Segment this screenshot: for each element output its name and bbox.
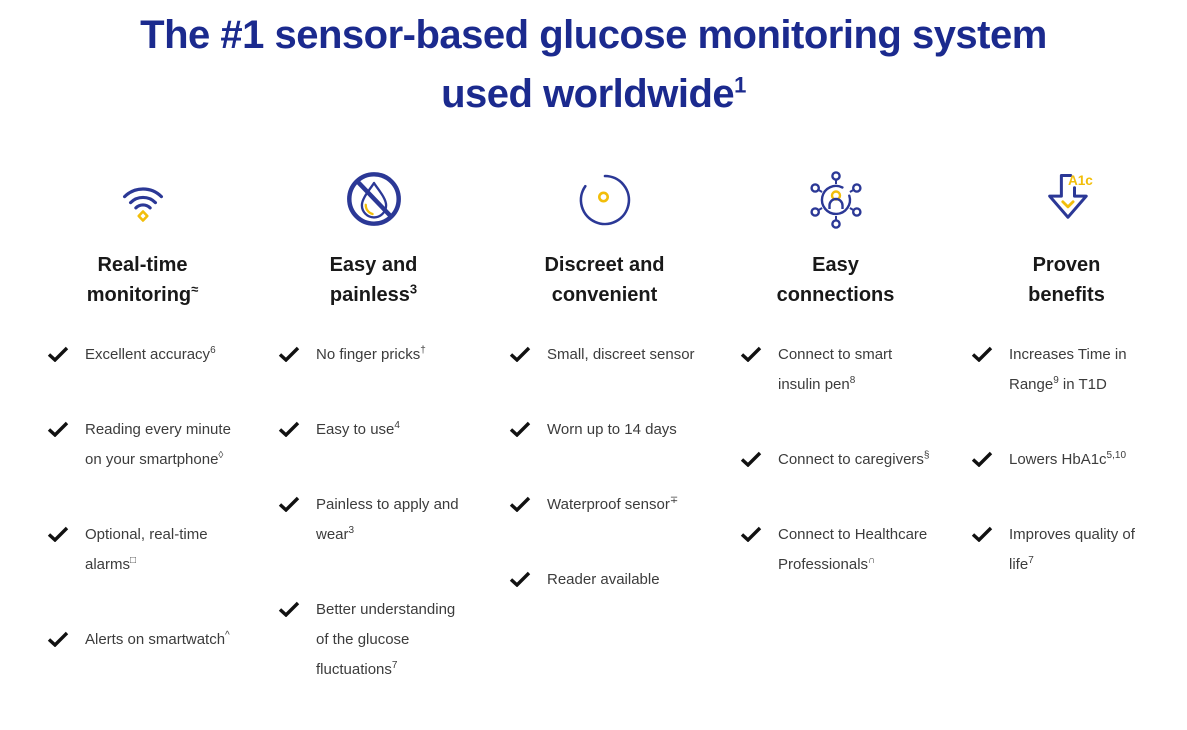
feature-item: Small, discreet sensor bbox=[509, 340, 709, 370]
checkmark-icon bbox=[47, 415, 69, 437]
feature-item: Worn up to 14 days bbox=[509, 415, 709, 445]
feature-item-text: Reading every minute on your smartphone◊ bbox=[85, 421, 231, 468]
feature-item-text: Connect to Healthcare Professionals∩ bbox=[778, 526, 928, 573]
feature-list: Excellent accuracy6 Reading every minute… bbox=[16, 340, 247, 655]
checkmark-icon bbox=[278, 490, 300, 512]
feature-item: Connect to smart insulin pen8 bbox=[740, 340, 940, 400]
wifi-signal-icon bbox=[38, 168, 247, 232]
page-title: The #1 sensor-based glucose monitoring s… bbox=[140, 13, 1047, 116]
no-finger-prick-icon bbox=[269, 168, 478, 232]
feature-item: Painless to apply and wear3 bbox=[278, 490, 478, 550]
feature-list: Connect to smart insulin pen8 Connect to… bbox=[709, 340, 940, 580]
feature-item-text: Connect to smart insulin pen8 bbox=[778, 346, 893, 393]
feature-item: Increases Time in Range9 in T1D bbox=[971, 340, 1171, 400]
feature-item-text: Alerts on smartwatch^ bbox=[85, 630, 230, 649]
checkmark-icon bbox=[971, 445, 993, 467]
checkmark-icon bbox=[47, 340, 69, 362]
title-footnote: 1 bbox=[734, 72, 746, 98]
a1c-label: A1c bbox=[1067, 173, 1092, 188]
checkmark-icon bbox=[509, 490, 531, 512]
checkmark-icon bbox=[278, 415, 300, 437]
feature-item-text: Optional, real-time alarms□ bbox=[85, 526, 208, 573]
feature-item: Connect to Healthcare Professionals∩ bbox=[740, 520, 940, 580]
checkmark-icon bbox=[740, 340, 762, 362]
feature-item: Alerts on smartwatch^ bbox=[47, 625, 247, 655]
feature-list: Small, discreet sensor Worn up to 14 day… bbox=[478, 340, 709, 595]
a1c-down-arrow-icon: A1c bbox=[962, 168, 1171, 232]
feature-item: Reading every minute on your smartphone◊ bbox=[47, 415, 247, 475]
feature-list: No finger pricks† Easy to use4 Painless … bbox=[247, 340, 478, 685]
checkmark-icon bbox=[278, 595, 300, 617]
feature-item-text: Easy to use4 bbox=[316, 420, 400, 439]
feature-item: Better understanding of the glucose fluc… bbox=[278, 595, 478, 685]
checkmark-icon bbox=[740, 520, 762, 542]
connections-icon bbox=[731, 168, 940, 232]
checkmark-icon bbox=[509, 565, 531, 587]
feature-list: Increases Time in Range9 in T1D Lowers H… bbox=[940, 340, 1171, 580]
checkmark-icon bbox=[278, 340, 300, 362]
feature-item-text: Reader available bbox=[547, 571, 660, 588]
checkmark-icon bbox=[47, 520, 69, 542]
feature-item-text: Better understanding of the glucose fluc… bbox=[316, 601, 456, 678]
checkmark-icon bbox=[47, 625, 69, 647]
checkmark-icon bbox=[509, 415, 531, 437]
checkmark-icon bbox=[509, 340, 531, 362]
checkmark-icon bbox=[971, 520, 993, 542]
checkmark-icon bbox=[740, 445, 762, 467]
feature-item-text: Excellent accuracy6 bbox=[85, 345, 216, 364]
feature-item: Connect to caregivers§ bbox=[740, 445, 940, 475]
feature-item: Lowers HbA1c5,10 bbox=[971, 445, 1171, 475]
feature-item-text: Lowers HbA1c5,10 bbox=[1009, 450, 1127, 469]
feature-item: No finger pricks† bbox=[278, 340, 478, 370]
feature-item: Waterproof sensor∓ bbox=[509, 490, 709, 520]
feature-item: Improves quality of life7 bbox=[971, 520, 1171, 580]
feature-item: Optional, real-time alarms□ bbox=[47, 520, 247, 580]
feature-item: Excellent accuracy6 bbox=[47, 340, 247, 370]
feature-item-text: Connect to caregivers§ bbox=[778, 450, 930, 469]
feature-item-text: Improves quality of life7 bbox=[1009, 526, 1135, 573]
feature-item-text: Worn up to 14 days bbox=[547, 421, 677, 438]
feature-item-text: Small, discreet sensor bbox=[547, 346, 695, 363]
checkmark-icon bbox=[971, 340, 993, 362]
page: The #1 sensor-based glucose monitoring s… bbox=[0, 6, 1187, 689]
feature-item-text: Waterproof sensor∓ bbox=[547, 495, 679, 514]
feature-item-text: Painless to apply and wear3 bbox=[316, 496, 459, 543]
feature-item-text: No finger pricks† bbox=[316, 345, 426, 364]
sensor-icon bbox=[500, 168, 709, 232]
feature-item: Reader available bbox=[509, 565, 709, 595]
feature-item: Easy to use4 bbox=[278, 415, 478, 445]
feature-item-text: Increases Time in Range9 in T1D bbox=[1009, 346, 1127, 393]
